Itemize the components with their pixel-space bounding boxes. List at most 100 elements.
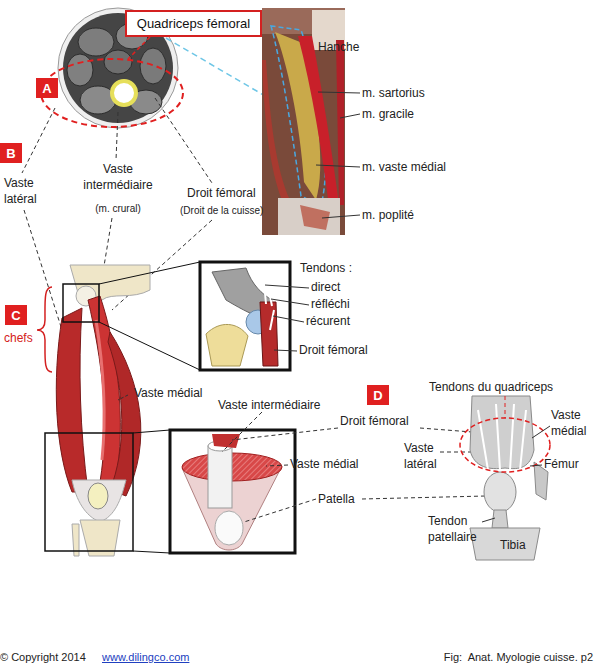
leader-line [274,350,297,351]
leader-line [22,108,55,173]
part-label: Hanche [318,40,359,56]
bracket [37,287,52,372]
leader-line [155,98,212,183]
muscle-highlight [96,320,104,460]
footer-text: Fig: Anat. Myologie cuisse. p2 [415,650,593,664]
leader-line [24,210,62,330]
leader-line [318,92,360,93]
section-letter: C [5,305,27,325]
leader-line [116,112,118,160]
leader-line [482,518,495,522]
part-label: Vaste intermédiaire [78,162,158,193]
leader-line [273,316,304,322]
node-text: C [11,308,20,323]
patellar-tendon [492,510,508,528]
leader-line [266,465,288,466]
zoom-line [133,430,170,433]
zoom-box [45,433,133,551]
leader-line [530,465,542,466]
node-text: D [373,388,382,403]
part-label: Droit fémoral [340,414,409,430]
section-letter: D [367,385,389,405]
sartorius-muscle [298,36,340,214]
intermediate-cylinder [208,446,232,508]
node-text: Quadriceps fémoral [137,16,250,31]
leader-line [244,499,316,522]
rectus-tendon [260,302,278,366]
rectus-femoris [88,296,120,482]
vastus-lateralis [56,308,88,492]
femur-section [112,81,136,105]
quadriceps-tendon [72,480,126,522]
inset-frame [170,430,295,553]
part-label: m. poplité [362,208,414,224]
part-label: Tibia [500,538,526,554]
part-label: m. vaste médial [362,160,446,176]
group-label: chefs [4,331,33,347]
vastus-medialis [108,332,141,496]
leader-line [232,428,338,440]
part-label: Droit fémoral [187,186,256,202]
zoom-line [99,262,200,284]
part-label: Vaste latéral [404,441,450,472]
lateral-muscle [262,60,290,200]
part-label: Vaste médial [290,457,358,473]
muscle-section [78,28,114,56]
rectus-cut [212,434,240,448]
part-label: récurent [306,314,350,330]
part-label: Vaste médial [134,386,202,402]
leader-line [222,412,262,452]
leader-line [271,299,309,305]
patella-bone [88,483,108,509]
section-letter: A [36,78,58,98]
leader-line [265,285,309,288]
part-label: (m. crural) [78,202,158,215]
part-label: m. sartorius [362,86,425,102]
muscle-section [140,48,166,84]
part-label: Vaste latéral [4,176,52,207]
part-label: (Droit de la cuisse) [180,204,263,217]
leader-line [340,114,360,118]
part-label: m. gracile [362,107,414,123]
footer-text: www.dilingco.com [102,650,189,664]
zoom-line [99,322,200,370]
femur-detail [206,324,248,366]
patella-detail [215,511,243,545]
node-text: B [6,146,15,161]
muscle-section [104,50,132,74]
leader-line [316,165,360,167]
inset-frame [200,262,290,370]
leader-line [532,426,550,438]
title-box: Quadriceps fémoral [125,10,262,37]
tendon-strands [478,404,526,470]
part-label: direct [311,280,340,296]
leader-line [128,37,150,59]
part-label: Tendons du quadriceps [429,380,553,396]
leader-line [505,396,506,418]
patella-knee [484,472,516,512]
leader-line [322,215,360,218]
part-label: Vaste médial [551,408,593,439]
part-label: Patella [318,492,355,508]
part-label: réfléchi [311,297,350,313]
part-label: Droit fémoral [299,343,368,359]
leader-line [362,496,486,499]
muscle-section [67,54,93,86]
part-label: Tendon patellaire [428,514,490,545]
leader-line [420,428,472,432]
tibia-knee [470,528,540,560]
part-label: Vaste intermédiaire [218,398,321,414]
section-letter: B [0,143,22,163]
zoom-line [133,551,170,553]
tendon-strands [264,282,274,330]
gracile-muscle [336,40,344,205]
highlight-ellipse [460,418,550,472]
knee-region [278,198,340,235]
leader-line [166,38,272,100]
leader-line [118,395,128,400]
footer-text: © Copyright 2014 [0,650,86,664]
part-label: Fémur [544,457,579,473]
part-label: Tendons : [300,261,352,277]
